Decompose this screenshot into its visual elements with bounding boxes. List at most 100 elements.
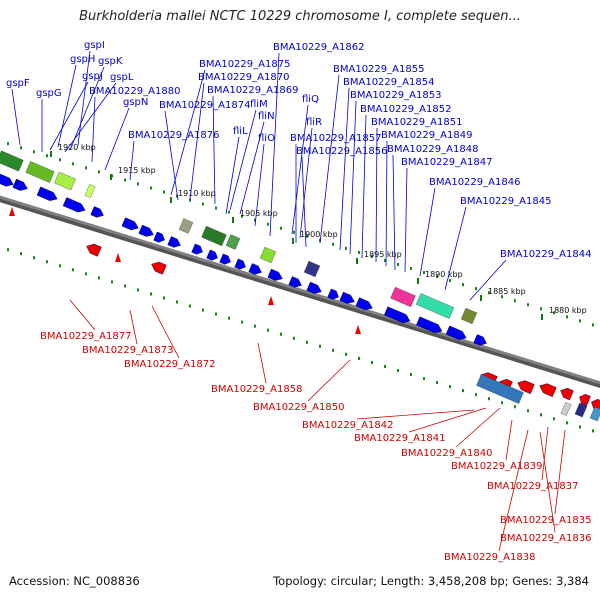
reverse-leader-line [69,299,96,331]
gc-dot [358,250,360,254]
feature-box-shape [84,184,96,198]
scale-tick [110,174,112,180]
forward-leader-line [404,167,408,273]
feature-box [390,286,416,308]
accession-text: Accession: NC_008836 [9,574,140,588]
forward-gene-label: fliM [250,99,268,110]
backbone-line-highlight [0,195,600,385]
scale-label: 1900 kbp [300,230,338,239]
forward-gene-arrow [288,276,302,288]
forward-gene-label: BMA10229_A1876 [128,130,219,141]
gc-dot [150,292,152,296]
forward-leader-line [225,136,240,215]
gc-dot [332,242,334,246]
feature-box-shape [476,374,524,404]
gc-dot [98,276,100,280]
reverse-gene-marker [9,207,15,216]
scale-label: 1910 kbp [178,189,216,198]
feature-box-shape [415,293,455,319]
forward-leader-line [129,140,135,181]
gc-dot [592,323,594,327]
gene-arrow-shape [153,231,165,243]
gc-dot [215,206,217,210]
gc-dot [397,368,399,372]
scale-label: 1920 kbp [58,143,96,152]
forward-gene-label: BMA10229_A1846 [429,177,520,188]
reverse-gene-label: BMA10229_A1837 [487,481,578,492]
feature-box [589,406,600,422]
gc-dot [7,142,9,146]
gc-dot [215,312,217,316]
forward-gene-label: BMA10229_A1862 [273,42,364,53]
forward-gene-arrow [416,316,443,334]
gc-dot [410,267,412,271]
forward-gene-label: BMA10229_A1869 [207,85,298,96]
feature-box-shape [574,402,588,418]
reverse-leader-line [498,429,529,552]
reverse-gene-arrow [579,393,591,406]
scale-label: 1885 kbp [488,287,526,296]
gc-dot [592,429,594,433]
forward-gene-label: fliQ [302,94,319,105]
gc-dot [254,218,256,222]
scale-tick [480,295,482,301]
gc-dot [293,230,295,234]
gc-dot [137,288,139,292]
gene-arrow-shape [206,249,218,261]
feature-box-shape [460,307,478,325]
feature-box [54,171,76,191]
scale-tick [356,258,358,264]
reverse-gene-label: BMA10229_A1873 [82,345,173,356]
gc-dot [163,296,165,300]
gene-arrow-shape [355,297,373,311]
forward-leader-line [269,52,280,237]
forward-gene-label: BMA10229_A1844 [500,249,591,260]
forward-gene-arrow [36,186,58,201]
forward-gene-arrow [267,268,283,281]
feature-box [574,402,588,418]
reverse-leader-line [356,409,475,420]
forward-leader-line [444,206,467,291]
gc-dot [488,291,490,295]
gc-dot [137,182,139,186]
forward-leader-line [254,143,265,227]
feature-box [560,402,572,416]
gc-dot [462,389,464,393]
forward-gene-arrow [206,249,218,261]
gc-dot [72,268,74,272]
forward-gene-label: gspI [84,40,105,51]
reverse-gene-arrow [86,243,102,257]
forward-gene-label: fliL [233,126,248,137]
gc-dot [449,385,451,389]
gc-dot [228,210,230,214]
reverse-gene-label: BMA10229_A1838 [444,552,535,563]
gc-dot [59,264,61,268]
forward-leader-line [299,127,313,239]
gc-dot [579,425,581,429]
gc-dot [85,166,87,170]
gc-dot [111,280,113,284]
gene-arrow-shape [288,276,302,288]
forward-leader-line [64,82,117,153]
forward-gene-label: gspF [6,78,30,89]
gc-dot [566,315,568,319]
reverse-gene-marker [268,296,274,305]
forward-gene-label: gspH [70,54,95,65]
gc-dot [540,307,542,311]
feature-box-shape [259,246,277,264]
forward-leader-line [375,127,378,263]
reverse-labels: BMA10229_A1877BMA10229_A1873BMA10229_A18… [40,299,591,563]
gc-dot [267,222,269,226]
feature-box [303,260,321,278]
gc-dot [488,397,490,401]
gc-dot [33,256,35,260]
gc-dot [20,252,22,256]
gc-dot [293,336,295,340]
forward-leader-line [77,50,91,146]
gene-arrow-shape [539,383,557,398]
gc-dot [241,320,243,324]
gene-arrow-shape [62,197,86,213]
reverse-gene-arrow [151,261,167,275]
gc-dot [7,248,9,252]
